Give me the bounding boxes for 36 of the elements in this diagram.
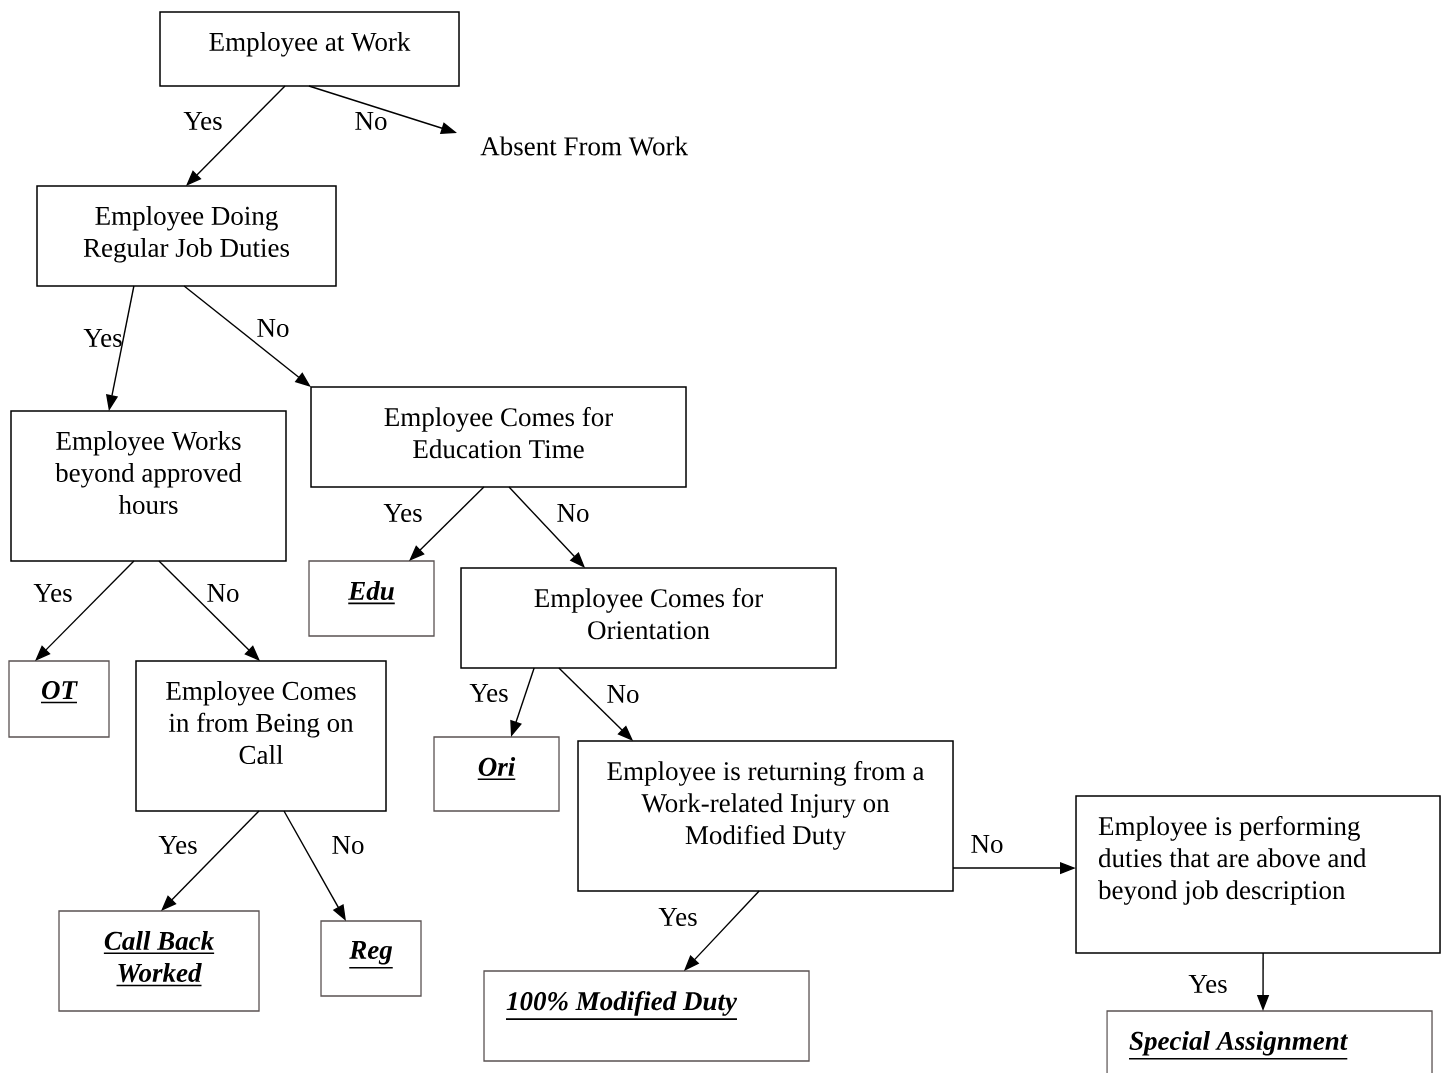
result-box: Special Assignment — [1106, 1010, 1433, 1073]
result-box: OT — [8, 660, 110, 738]
question-box: Employee is performing duties that are above and beyond job description — [1075, 795, 1441, 954]
question-box: Employee Comes for Orientation — [460, 567, 837, 669]
edge-label: Yes — [158, 836, 197, 854]
question-box: Employee at Work — [159, 11, 460, 87]
edge-label: No — [257, 319, 289, 337]
result-box: Reg — [320, 920, 422, 997]
edge-label: Yes — [469, 684, 508, 702]
edge-label: No — [557, 504, 589, 522]
edge-label: Yes — [1188, 975, 1227, 993]
edge-label: Yes — [658, 908, 697, 926]
question-box: Employee is returning from a Work-related Injury on Modified Duty — [577, 740, 954, 892]
result-box: Call Back Worked — [58, 910, 260, 1012]
edge-label: No — [971, 835, 1003, 853]
edge-label: No — [332, 836, 364, 854]
question-box: Employee Doing Regular Job Duties — [36, 185, 337, 287]
edge-label: Yes — [33, 584, 72, 602]
result-box: Edu — [308, 560, 435, 637]
question-box: Employee Comes for Education Time — [310, 386, 687, 488]
edge-label: Yes — [383, 504, 422, 522]
outcome-text: Absent From Work — [480, 136, 689, 156]
question-box: Employee Comes in from Being on Call — [135, 660, 387, 812]
edge-label: No — [207, 584, 239, 602]
arrow — [158, 560, 260, 661]
result-box: Ori — [433, 736, 560, 812]
edge-label: Yes — [83, 329, 122, 347]
arrow — [161, 810, 260, 911]
edge-label: No — [355, 112, 387, 130]
arrow — [183, 285, 311, 387]
edge-label: Yes — [183, 112, 222, 130]
question-box: Employee Works beyond approved hours — [10, 410, 287, 562]
arrow — [35, 560, 135, 661]
arrow — [409, 486, 485, 561]
edge-label: No — [607, 685, 639, 703]
result-box: 100% Modified Duty — [483, 970, 810, 1062]
